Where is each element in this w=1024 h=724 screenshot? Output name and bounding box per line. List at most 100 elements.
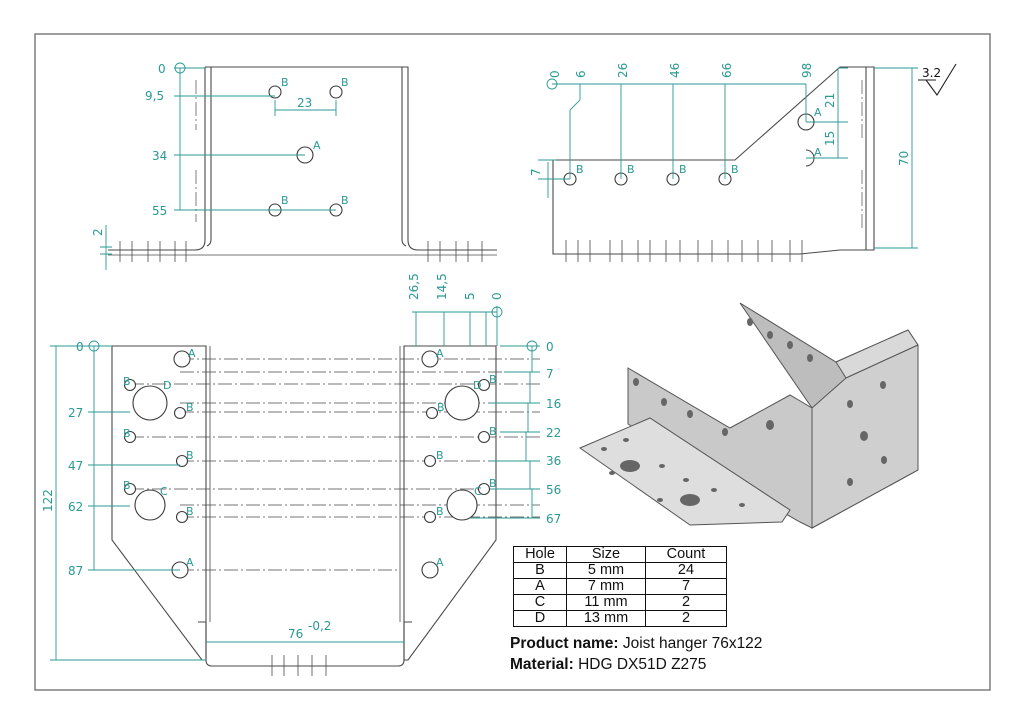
cell: 7 — [645, 578, 727, 595]
cell: 5 mm — [566, 562, 646, 579]
hole-label: B — [281, 194, 289, 207]
hole-label: B — [123, 427, 131, 440]
dim-98: 98 — [800, 63, 814, 78]
hole-label: B — [123, 479, 131, 492]
cell: D — [513, 610, 567, 627]
dim-66: 66 — [720, 63, 734, 78]
cell: 7 mm — [566, 578, 646, 595]
hole-label: B — [576, 163, 584, 176]
hole-label: B — [341, 194, 349, 207]
hole-label: A — [188, 347, 196, 360]
table-row: C 11 mm 2 — [513, 594, 727, 611]
header-hole: Hole — [513, 546, 567, 563]
dim-62: 62 — [68, 500, 83, 514]
hole-label: B — [489, 373, 497, 386]
dim-70: 70 — [897, 151, 911, 166]
dim-14-5: 14,5 — [435, 273, 449, 300]
cell: C — [513, 594, 567, 611]
hole-label: B — [281, 76, 289, 89]
dim-56: 56 — [546, 483, 561, 497]
side-view: B B B B A A 0 6 26 46 66 98 7 21 15 70 3… — [529, 63, 957, 262]
hole-label: B — [627, 163, 635, 176]
hole-label: A — [814, 106, 822, 119]
hole-label: C — [160, 485, 168, 498]
hole-d — [132, 385, 168, 421]
hole-label: B — [123, 375, 131, 388]
hole-label: A — [313, 139, 321, 152]
hole-d — [444, 385, 480, 421]
product-name-line: Product name: Joist hanger 76x122 — [510, 633, 762, 654]
hole-a — [173, 350, 191, 368]
hole-label: C — [474, 485, 482, 498]
hole-a — [421, 561, 439, 579]
cell: A — [513, 578, 567, 595]
hole-c — [446, 489, 478, 521]
product-name-label: Product name: — [510, 635, 619, 652]
dim-0: 0 — [158, 62, 166, 76]
hole-label: B — [341, 76, 349, 89]
dim-87: 87 — [68, 564, 83, 578]
hole-label: B — [489, 425, 497, 438]
hole-b — [477, 378, 491, 392]
cell: 2 — [645, 610, 727, 627]
top-view: B B A B B 0 9,5 34 55 23 2 — [91, 62, 497, 270]
hole-label: B — [489, 477, 497, 490]
header-count: Count — [645, 546, 727, 563]
hole-label: B — [731, 163, 739, 176]
roughness-value: 3.2 — [922, 66, 941, 80]
table-row: B 5 mm 24 — [513, 562, 727, 579]
roughness-symbol — [925, 63, 957, 96]
dim-26: 26 — [616, 63, 630, 78]
hole-b — [268, 85, 282, 99]
cell: 24 — [645, 562, 727, 579]
hole-table: Hole Size Count B 5 mm 24 A 7 mm 7 C 11 … — [513, 546, 727, 627]
dim-9-5: 9,5 — [145, 89, 164, 103]
hole-c — [134, 489, 166, 521]
hole-label: B — [437, 401, 445, 414]
hole-label: A — [814, 146, 822, 159]
hole-b — [477, 482, 491, 496]
hole-label: B — [186, 505, 194, 518]
dim-0: 0 — [76, 340, 84, 354]
hole-label: D — [473, 379, 481, 392]
hole-label: B — [436, 449, 444, 462]
hole-b — [423, 454, 437, 468]
dim-0: 0 — [548, 70, 562, 78]
dim-22: 22 — [546, 426, 561, 440]
dim-tolerance: -0,2 — [308, 619, 331, 633]
dim-27: 27 — [68, 406, 83, 420]
hole-b — [175, 454, 189, 468]
dim-2: 2 — [91, 228, 105, 236]
table-header-row: Hole Size Count — [513, 546, 727, 563]
dim-26-5: 26,5 — [407, 273, 421, 300]
material-line: Material: HDG DX51D Z275 — [510, 654, 750, 675]
dim-0: 0 — [546, 340, 554, 354]
hole-b — [425, 406, 439, 420]
dim-0: 0 — [490, 292, 504, 300]
hole-b — [477, 430, 491, 444]
dim-36: 36 — [546, 454, 561, 468]
hole-b — [329, 85, 343, 99]
product-name-value: Joist hanger 76x122 — [622, 635, 763, 652]
hole-label: A — [186, 556, 194, 569]
dim-122: 122 — [41, 489, 55, 512]
hole-label: D — [163, 379, 171, 392]
dim-34: 34 — [152, 149, 167, 163]
table-row: A 7 mm 7 — [513, 578, 727, 595]
dim-67: 67 — [546, 512, 561, 526]
hole-a — [421, 350, 439, 368]
info-block: Hole Size Count B 5 mm 24 A 7 mm 7 C 11 … — [510, 546, 762, 675]
cell: 11 mm — [566, 594, 646, 611]
material-value: HDG DX51D Z275 — [578, 656, 707, 673]
isometric-view — [578, 302, 919, 529]
cell: 13 mm — [566, 610, 646, 627]
hole-b — [175, 510, 189, 524]
cell: B — [513, 562, 567, 579]
dim-5: 5 — [463, 292, 477, 300]
dim-55: 55 — [152, 204, 167, 218]
table-row: D 13 mm 2 — [513, 610, 727, 627]
dim-15: 15 — [823, 131, 837, 146]
hole-label: B — [186, 401, 194, 414]
dim-6: 6 — [574, 70, 588, 78]
